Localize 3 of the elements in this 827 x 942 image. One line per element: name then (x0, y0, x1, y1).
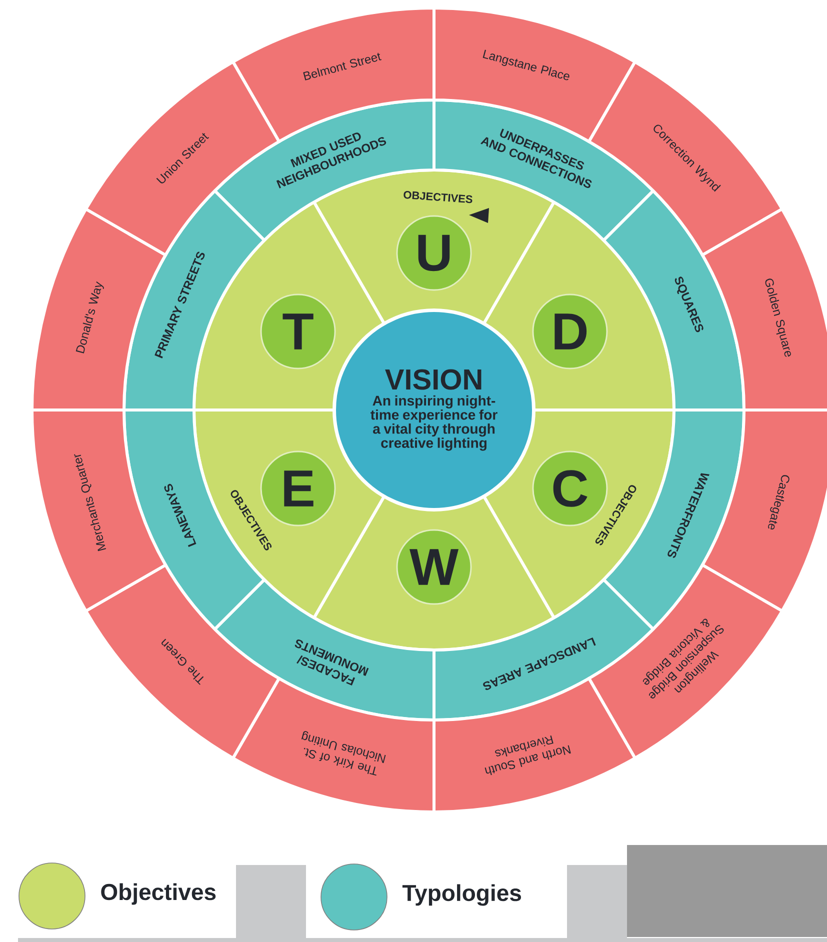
legend-label: Typologies (402, 884, 521, 906)
node-label: Golden Square (765, 278, 791, 357)
legend-label: Objectives (101, 883, 216, 905)
